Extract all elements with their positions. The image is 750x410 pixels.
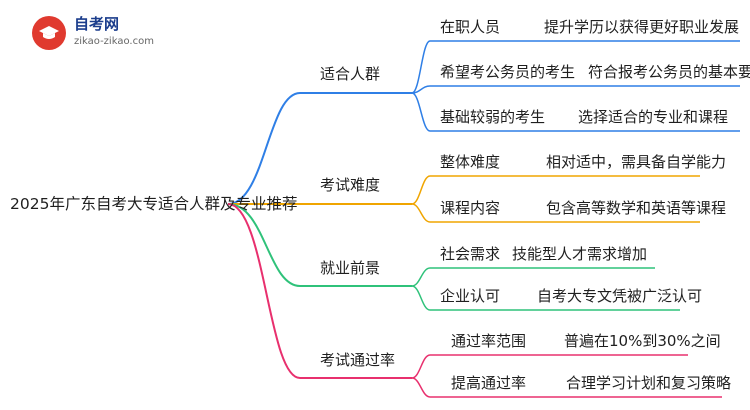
leaf-b1-c3-detail[interactable]: 选择适合的专业和课程 [578, 108, 729, 126]
leaf-b4-c2[interactable]: 提高通过率 [451, 374, 527, 392]
leaf-b2-c2-detail[interactable]: 包含高等数学和英语等课程 [546, 199, 727, 217]
logo-badge-icon [32, 16, 66, 50]
branch-node-4[interactable]: 考试通过率 [320, 351, 396, 369]
root-node[interactable]: 2025年广东自考大专适合人群及专业推荐 [10, 195, 298, 213]
leaf-b4-c2-detail[interactable]: 合理学习计划和复习策略 [566, 374, 732, 392]
link-b4-c1 [411, 354, 688, 379]
leaf-b1-c3[interactable]: 基础较弱的考生 [440, 108, 546, 126]
link-b1-c1 [411, 40, 740, 94]
link-b1-c3 [411, 92, 740, 132]
leaf-b2-c1[interactable]: 整体难度 [440, 153, 501, 171]
link-root-branch-1 [227, 92, 412, 205]
branch-node-3[interactable]: 就业前景 [320, 259, 381, 277]
leaf-b2-c1-detail[interactable]: 相对适中，需具备自学能力 [546, 153, 727, 171]
link-b2-c1 [411, 175, 700, 205]
leaf-b2-c2[interactable]: 课程内容 [440, 199, 501, 217]
leaf-b3-c2-detail[interactable]: 自考大专文凭被广泛认可 [537, 287, 703, 305]
link-b3-c2 [411, 285, 680, 311]
branch-node-2[interactable]: 考试难度 [320, 176, 381, 194]
site-logo[interactable]: 自考网 zikao-zikao.com [32, 14, 167, 54]
link-root-branch-3 [227, 203, 412, 287]
leaf-b3-c1[interactable]: 社会需求 [440, 245, 501, 263]
leaf-b1-c1-detail[interactable]: 提升学历以获得更好职业发展 [544, 18, 740, 36]
link-root-branch-4 [227, 203, 412, 379]
leaf-b1-c2[interactable]: 希望考公务员的考生 [440, 63, 576, 81]
leaf-b4-c1[interactable]: 通过率范围 [451, 332, 527, 350]
link-b4-c2 [411, 377, 722, 398]
link-b1-c2 [411, 85, 740, 94]
leaf-b4-c1-detail[interactable]: 普遍在10%到30%之间 [564, 332, 721, 350]
leaf-b3-c2[interactable]: 企业认可 [440, 287, 501, 305]
link-b2-c2 [411, 203, 700, 223]
logo-url: zikao-zikao.com [74, 36, 154, 47]
leaf-b3-c1-detail[interactable]: 技能型人才需求增加 [512, 245, 648, 263]
branch-node-1[interactable]: 适合人群 [320, 65, 381, 83]
graduation-cap-icon [39, 26, 59, 39]
leaf-b1-c1[interactable]: 在职人员 [440, 18, 501, 36]
logo-title: 自考网 [74, 15, 120, 33]
link-b3-c1 [411, 267, 655, 287]
leaf-b1-c2-detail[interactable]: 符合报考公务员的基本要求 [588, 63, 750, 81]
